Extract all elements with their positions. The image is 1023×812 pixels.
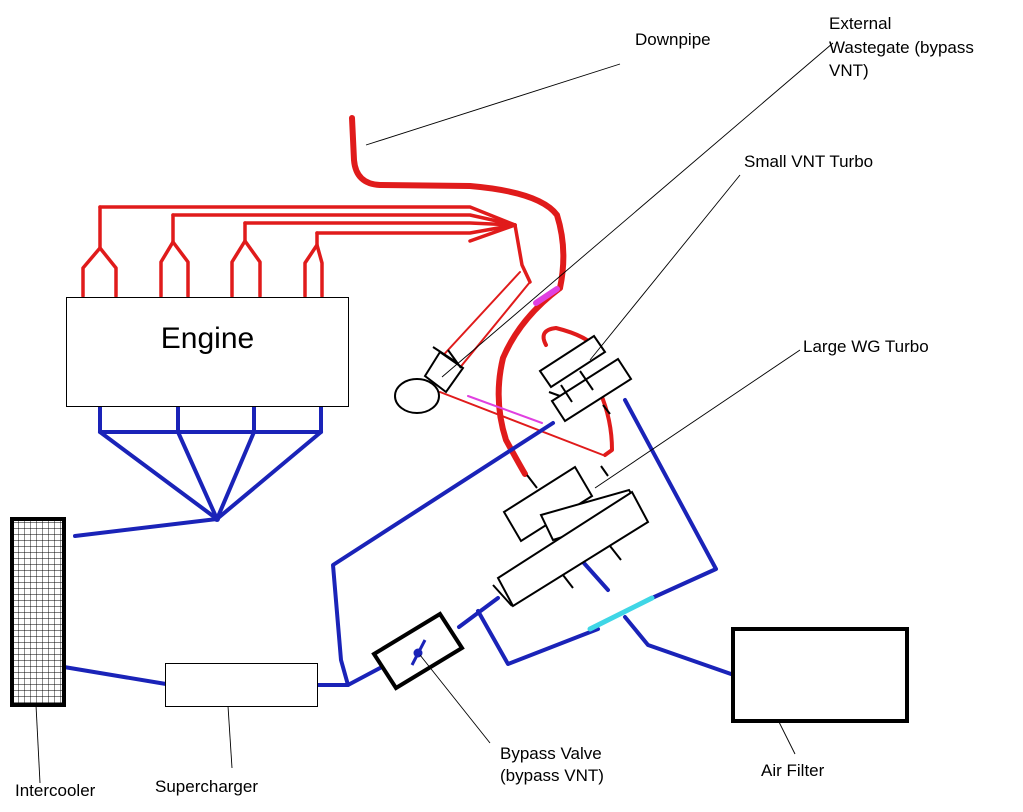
leader-large-wg [594, 349, 801, 489]
large-turbo-flanges [492, 465, 622, 607]
intercooler [10, 517, 66, 707]
small-turbo-shaft [548, 370, 611, 415]
external-wastegate-label-1: External [829, 14, 892, 33]
engine-block [66, 297, 349, 407]
intake-plenum [73, 405, 323, 538]
large-wg-turbo-label: Large WG Turbo [803, 337, 929, 356]
exhaust-manifold [81, 205, 517, 298]
external-wastegate-label-2: Wastegate (bypass [829, 38, 974, 57]
external-wastegate [394, 346, 465, 414]
leader-bypass-valve [419, 654, 491, 744]
bypass-valve-label-2: (bypass VNT) [500, 766, 604, 785]
supercharger-box [165, 663, 318, 707]
intercooler-label: Intercooler [15, 781, 96, 800]
air-filter-box [731, 627, 909, 723]
wastegate-flange [432, 346, 462, 369]
air-filter-label: Air Filter [761, 761, 825, 780]
downpipe-pipe [349, 115, 567, 291]
exhaust-crossover [467, 286, 560, 424]
bypass-valve [371, 611, 465, 691]
small-vnt-turbo-label: Small VNT Turbo [744, 152, 874, 171]
wastegate-body [423, 350, 465, 394]
downpipe-label: Downpipe [635, 30, 711, 49]
intake-pipes [62, 398, 733, 687]
intake-crossover [587, 595, 655, 632]
leader-downpipe [365, 63, 621, 146]
small-turbo-compressor [538, 334, 607, 389]
large-turbo-turbine-housing [502, 465, 594, 543]
large-wg-turbo [492, 465, 650, 608]
small-vnt-turbo [538, 334, 633, 423]
leader-small-vnt [589, 174, 741, 361]
intercooler-core [10, 517, 66, 707]
large-turbo-compressor [496, 490, 650, 608]
bypass-valve-label-1: Bypass Valve [500, 744, 602, 763]
wastegate-actuator [394, 378, 440, 414]
leader-lines [35, 42, 834, 784]
leader-intercooler [35, 704, 41, 784]
supercharger-label: Supercharger [155, 777, 259, 796]
leader-supercharger [227, 705, 233, 769]
external-wastegate-label-3: VNT) [829, 61, 869, 80]
exhaust-feed-pipes [436, 223, 614, 477]
engine-label: Engine [160, 322, 255, 355]
small-turbo-turbine [550, 357, 633, 423]
intake-junction [214, 516, 220, 522]
leader-wastegate [441, 42, 834, 378]
